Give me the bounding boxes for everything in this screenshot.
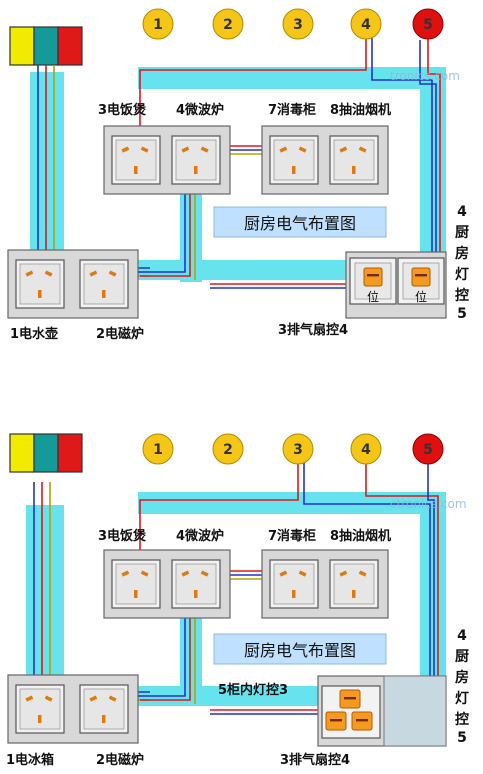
top-diagram: 1 2 3 4 5 3电饭煲 4微波炉 7消毒柜 8抽油烟机 [7,8,469,342]
svg-text:灯: 灯 [455,690,469,707]
bottom-label-range-hood: 8抽油烟机 [330,528,391,544]
bottom-label-microwave: 4微波炉 [176,528,224,544]
top-label-rice-cooker: 3电饭煲 [98,102,147,118]
bottom-light-control-label: 4 厨 房 灯 控 5 [455,628,469,746]
bottom-wire-legend-yellow [9,433,35,473]
top-circuit-2: 2 [212,8,244,40]
bottom-wire-legend-teal [33,433,59,473]
svg-text:4: 4 [361,17,371,33]
bottom-socket-disinfection-cabinet [269,559,319,609]
bottom-label-induction-cooker: 2电磁炉 [96,752,144,768]
svg-text:5: 5 [457,730,467,746]
svg-text:控: 控 [455,287,469,304]
bottom-watermark: ctronics.com [390,497,467,511]
top-label-kettle: 1电水壶 [10,326,58,342]
bottom-upper-panel-left [103,549,231,619]
bottom-label-rice-cooker: 3电饭煲 [98,528,147,544]
svg-text:厨房电气布置图: 厨房电气布置图 [244,641,356,660]
top-socket-kettle [15,259,65,309]
bottom-circuit-4: 4 [350,433,382,465]
bottom-socket-rice-cooker [111,559,161,609]
bottom-circuit-markers: 1 2 3 4 5 [142,433,444,465]
top-watermark: tronics.com [390,69,460,83]
bottom-switch-panel [317,675,447,747]
top-label-range-hood: 8抽油烟机 [330,102,391,118]
top-circuit-3: 3 [282,8,314,40]
svg-text:2: 2 [223,17,233,33]
top-lower-panel-left [7,249,139,319]
top-switch-panel: 位 位 [345,251,447,319]
bottom-label-refrigerator: 1电冰箱 [6,752,54,768]
top-socket-disinfection-cabinet [269,135,319,185]
svg-text:厨: 厨 [455,649,469,665]
bottom-wire-legend-red [57,433,83,473]
svg-text:厨房电气布置图: 厨房电气布置图 [244,214,356,233]
top-label-exhaust-fan-switch: 3排气扇控4 [278,322,348,338]
bottom-socket-induction-cooker [79,684,129,734]
top-circuit-4: 4 [350,8,382,40]
top-wire-legend-yellow [9,26,35,66]
svg-text:控: 控 [455,711,469,728]
top-label-microwave: 4微波炉 [176,102,224,118]
bottom-circuit-3: 3 [282,433,314,465]
top-light-control-label: 4 厨 房 灯 控 5 [455,204,469,322]
top-switch-mark-2: 位 [415,289,427,304]
bottom-upper-panel-right [261,549,389,619]
top-label-disinfection-cabinet: 7消毒柜 [268,102,316,118]
svg-text:房: 房 [455,669,469,686]
top-circuit-markers: 1 2 3 4 5 [142,8,444,40]
svg-text:灯: 灯 [455,266,469,283]
top-switch-mark-1: 位 [367,289,379,304]
svg-text:4: 4 [457,204,467,220]
top-wire-legend-teal [33,26,59,66]
bottom-circuit-5: 5 [412,433,444,465]
bottom-label-disinfection-cabinet: 7消毒柜 [268,528,316,544]
svg-text:4: 4 [457,628,467,644]
top-socket-rice-cooker [111,135,161,185]
bottom-socket-refrigerator [15,684,65,734]
top-upper-panel-right [261,125,389,195]
svg-text:3: 3 [293,442,303,458]
top-title-box: 厨房电气布置图 [213,206,387,238]
bottom-label-cabinet-light-switch: 5柜内灯控3 [218,682,288,698]
bottom-socket-microwave [171,559,221,609]
svg-text:房: 房 [455,245,469,262]
svg-text:4: 4 [361,442,371,458]
svg-text:厨: 厨 [455,225,469,241]
svg-text:5: 5 [423,17,433,33]
bottom-lower-panel-left [7,674,139,744]
top-socket-range-hood [329,135,379,185]
bottom-diagram: 1 2 3 4 5 3电饭煲 4微波炉 7消毒柜 8抽油烟机 [6,433,469,768]
top-label-induction-cooker: 2电磁炉 [96,326,144,342]
svg-text:3: 3 [293,17,303,33]
bottom-socket-range-hood [329,559,379,609]
top-socket-microwave [171,135,221,185]
top-upper-panel-left [103,125,231,195]
top-wire-legend-red [57,26,83,66]
bottom-circuit-2: 2 [212,433,244,465]
svg-text:5: 5 [423,442,433,458]
svg-text:1: 1 [153,442,163,458]
svg-text:2: 2 [223,442,233,458]
top-circuit-5: 5 [412,8,444,40]
bottom-label-exhaust-fan-switch: 3排气扇控4 [280,752,350,768]
top-circuit-1: 1 [142,8,174,40]
svg-text:1: 1 [153,17,163,33]
svg-text:5: 5 [457,306,467,322]
bottom-switch-triple [321,685,381,739]
top-socket-induction-cooker [79,259,129,309]
bottom-title-box: 厨房电气布置图 [213,633,387,665]
bottom-circuit-1: 1 [142,433,174,465]
